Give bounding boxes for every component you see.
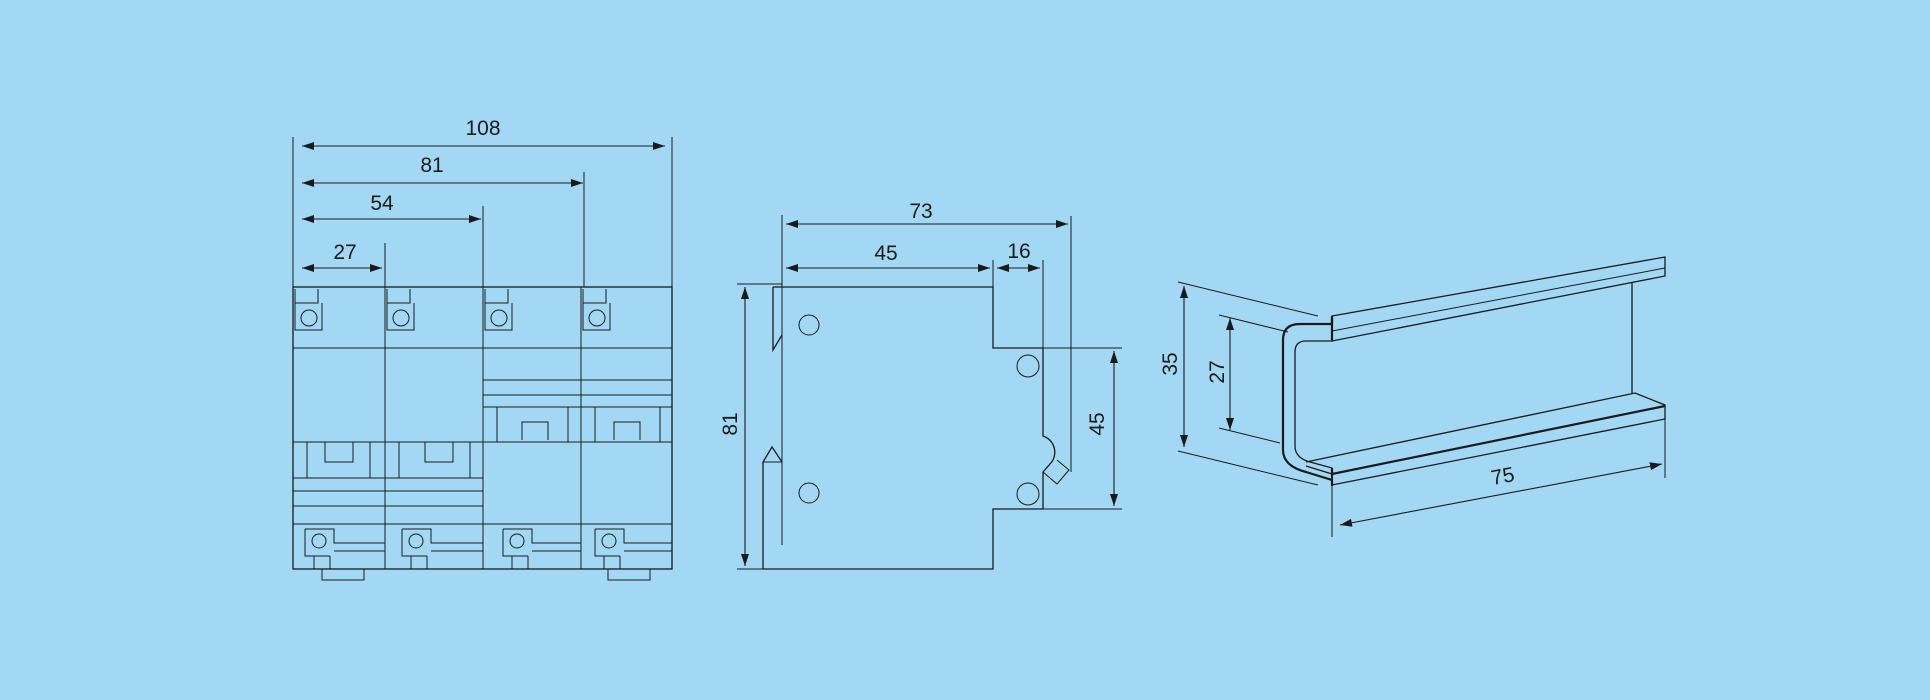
din-rail-dimension-lines bbox=[1180, 286, 1663, 527]
dim-depth: 73 bbox=[909, 200, 932, 223]
din-rail-view: 35 27 75 bbox=[1159, 256, 1666, 537]
dim-rail-length: 75 bbox=[1489, 463, 1516, 490]
dim-rail-offset: 16 bbox=[1007, 240, 1030, 263]
dim-two-pole-width: 54 bbox=[370, 192, 394, 215]
terminal-screw-icon bbox=[386, 289, 415, 331]
breaker-body bbox=[292, 286, 673, 581]
din-rail-extension-lines bbox=[1177, 281, 1666, 537]
terminal-screw-icon bbox=[502, 528, 581, 569]
front-view-dimension-lines bbox=[302, 142, 665, 272]
dim-body-height: 81 bbox=[719, 412, 742, 435]
dim-one-pole-width: 27 bbox=[333, 241, 356, 264]
side-view-dimension-lines bbox=[741, 220, 1118, 566]
dim-three-pole-width: 81 bbox=[420, 154, 443, 177]
dim-neck-height: 45 bbox=[1086, 412, 1109, 435]
dim-total-width: 108 bbox=[465, 117, 500, 140]
breaker-side-profile bbox=[762, 286, 1070, 570]
front-view-extension-lines bbox=[292, 137, 673, 287]
dim-front-depth: 45 bbox=[874, 242, 897, 265]
dim-rail-inner-height: 27 bbox=[1206, 360, 1229, 383]
terminal-screw-icon bbox=[484, 289, 513, 331]
din-rail-profile bbox=[1281, 256, 1666, 486]
top-terminals bbox=[294, 289, 611, 331]
front-view: 108 81 54 27 bbox=[292, 117, 673, 581]
dim-rail-outer-height: 35 bbox=[1159, 352, 1182, 375]
terminal-screw-icon bbox=[594, 528, 672, 569]
bottom-terminals bbox=[304, 528, 672, 569]
terminal-screw-icon bbox=[401, 528, 483, 569]
terminal-screw-icon bbox=[304, 528, 385, 569]
side-view: 73 45 16 81 45 bbox=[719, 200, 1122, 570]
terminal-screw-icon bbox=[582, 289, 611, 331]
terminal-screw-icon bbox=[294, 289, 323, 331]
